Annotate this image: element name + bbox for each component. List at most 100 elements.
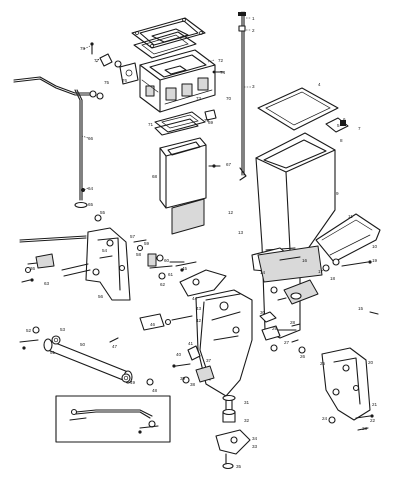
stern-bracket-left [85,227,131,301]
callout-38: 38 [190,382,196,387]
steering-bushings [259,296,306,354]
callout-45: 45 [182,266,188,271]
callout-6: 6 [343,117,346,122]
callout-28: 28 [290,320,296,325]
callout-73: 73 [196,96,202,101]
callout-21: 21 [372,402,378,407]
callout-74: 74 [220,70,226,75]
exhaust-adapter-housing [139,49,216,113]
callout-42: 42 [196,318,202,323]
callout-7: 7 [358,126,361,131]
callout-66: 66 [88,136,94,141]
stern-bracket-right [321,347,374,431]
callout-32: 32 [244,418,250,423]
steering-clamp-parts [109,313,215,384]
callout-1: 1 [252,16,255,21]
exhaust-tube [159,137,221,235]
callout-50: 50 [80,342,86,347]
callout-72: 72 [218,58,224,63]
inset-detail-box [55,395,171,443]
transom-cover-plate [315,213,381,263]
callout-39: 39 [180,376,186,381]
callout-5: 5 [337,123,340,128]
callout-44: 44 [192,296,198,301]
callout-61: 61 [168,272,174,277]
housing-lower-block [257,245,323,283]
callout-14: 14 [260,270,266,275]
callout-34: 34 [252,436,258,441]
callout-18: 18 [330,276,336,281]
callout-69: 69 [208,120,214,125]
callout-76: 76 [122,78,128,83]
callout-17: 17 [318,269,324,274]
callout-49: 49 [130,380,136,385]
callout-55: 55 [100,210,106,215]
callout-65: 65 [88,202,94,207]
callout-26: 26 [300,354,306,359]
callout-62: 62 [160,282,166,287]
callout-31: 31 [244,400,250,405]
callout-4: 4 [318,82,321,87]
callout-8: 8 [340,138,343,143]
housing-side-clamp [325,117,349,133]
callout-77: 77 [94,58,100,63]
callout-78: 78 [80,46,86,51]
callout-36: 36 [30,266,36,271]
callout-47: 47 [112,344,118,349]
callout-68: 68 [152,174,158,179]
drive-shaft-housing-top-gasket [257,87,339,131]
exhaust-tube-gasket [154,111,206,136]
callout-23: 23 [362,426,368,431]
callout-12: 12 [228,210,234,215]
swivel-lower-parts [215,394,251,470]
callout-16: 16 [302,258,308,263]
callout-33: 33 [252,444,258,449]
callout-41: 41 [188,341,194,346]
callout-53: 53 [60,327,66,332]
callout-11: 11 [348,214,353,219]
callout-27: 27 [284,340,290,345]
callout-labels: 1 2 3 4 5 6 7 8 9 10 11 12 13 14 15 16 1… [26,16,378,469]
callout-46: 46 [150,322,156,327]
callout-59: 59 [144,241,150,246]
callout-43: 43 [196,306,202,311]
callout-2: 2 [252,28,255,33]
callout-58: 58 [136,252,142,257]
callout-63: 63 [44,281,50,286]
callout-20: 20 [368,360,374,365]
bracket-bolts-center [133,239,185,280]
callout-52: 52 [26,328,32,333]
callout-24: 24 [322,416,328,421]
callout-64: 64 [88,186,94,191]
callout-71: 71 [148,122,154,127]
callout-3: 3 [252,84,255,89]
tilt-tube-washers [51,335,131,383]
callout-67: 67 [226,162,232,167]
callout-15: 15 [358,306,364,311]
tilt-tube [19,326,154,386]
callout-79: 79 [204,118,210,123]
callout-9: 9 [336,191,339,196]
callout-37: 37 [206,358,212,363]
callout-25: 25 [320,361,326,366]
shift-rod-and-linkage [13,11,247,209]
callout-30: 30 [260,310,266,315]
callout-75: 75 [104,80,110,85]
adapter-side-gasket-and-bolts [90,42,225,121]
callout-56: 56 [98,294,104,299]
top-cover-gasket [133,31,197,59]
top-cover-plate [131,17,206,49]
exhaust-relief-parts [270,258,379,315]
callout-22: 22 [370,418,376,423]
leader-lines [81,17,251,191]
callout-60: 60 [164,258,170,263]
swivel-upper-arm [175,261,227,297]
callout-54: 54 [102,248,108,253]
clamp-screw-left [21,253,91,283]
callout-13: 13 [238,230,244,235]
tilt-rod-left [19,214,102,243]
callout-19: 19 [372,258,378,263]
callout-10: 10 [372,244,378,249]
callout-51: 51 [50,350,56,355]
